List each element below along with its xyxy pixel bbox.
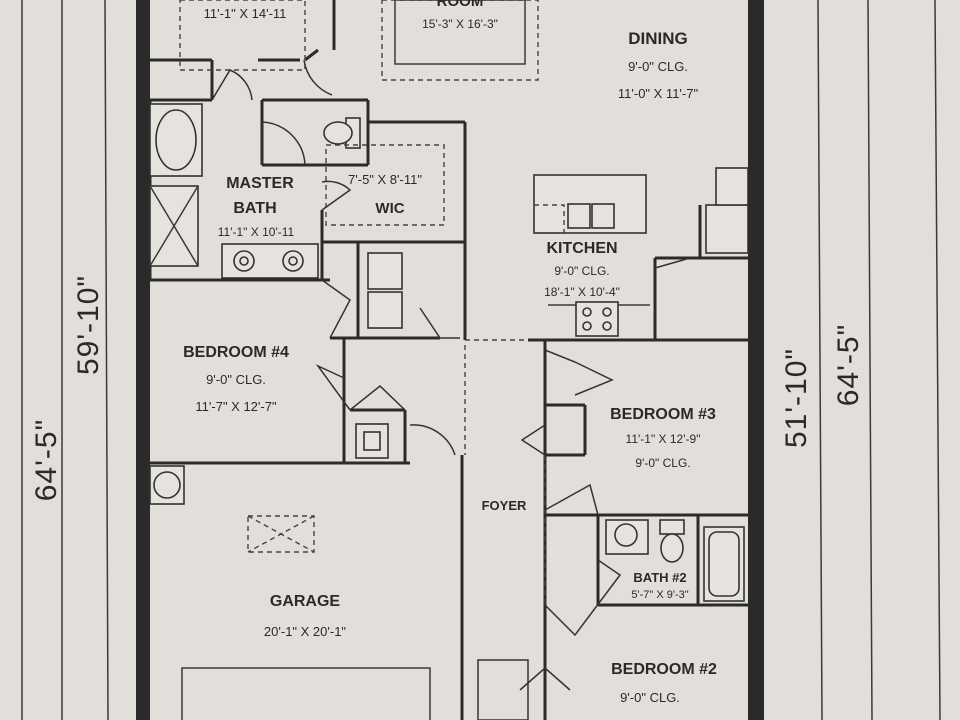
bedroom4-name: BEDROOM #4 (183, 344, 289, 361)
front-door-frame (477, 659, 529, 720)
washer (367, 291, 403, 329)
bedroom2-name: BEDROOM #2 (611, 661, 717, 678)
wic-name: WIC (375, 200, 404, 217)
wic-detail (325, 144, 445, 226)
interior-walls (148, 0, 748, 720)
dining-clg: 9'-0" CLG. (628, 59, 688, 74)
room-dims: 15'-3" X 16'-3" (422, 17, 498, 31)
master-bath-dims: 11'-1" X 10'-11 (218, 225, 295, 239)
bath2-toilet-tank (659, 519, 685, 535)
garage-dims: 20'-1" X 20'-1" (264, 624, 347, 639)
kitchen-clg: 9'-0" CLG. (554, 264, 609, 278)
door-swings (211, 59, 691, 720)
bedroom2-clg: 9'-0" CLG. (620, 690, 680, 705)
bedroom4-clg: 9'-0" CLG. (206, 372, 266, 387)
bedroom4-dims: 11'-7" X 12'-7" (195, 399, 277, 414)
overall-dim-right-outer: 64'-5" (832, 324, 865, 406)
kitchen-name: KITCHEN (546, 240, 617, 257)
overall-dim-left-inner: 59'-10" (72, 275, 105, 375)
wic-dims: 7'-5" X 8'-11" (348, 172, 422, 187)
bath2-toilet (660, 533, 684, 563)
toilet (323, 121, 353, 145)
dryer (367, 252, 403, 290)
bedroom3-dims: 11'-1" X 12'-9" (626, 432, 701, 446)
dimension-lines (21, 0, 941, 720)
overall-dimensions: 64'-5" 59'-10" 51'-10" 64'-5" (30, 275, 865, 501)
bathtub-basin (155, 109, 197, 171)
bedroom-top-left-dims: 11'-1" X 14'-11 (204, 6, 287, 21)
refrigerator (705, 204, 749, 254)
garage-name: GARAGE (270, 593, 341, 610)
range (575, 301, 619, 337)
dining-name: DINING (628, 29, 688, 48)
bedroom3-name: BEDROOM #3 (610, 406, 716, 423)
fixtures (149, 0, 749, 720)
sink-left (567, 203, 591, 229)
room-labels: 11'-1" X 14'-11 ROOM 15'-3" X 16'-3" DIN… (183, 0, 717, 705)
overall-dim-left-outer: 64'-5" (30, 419, 63, 501)
ceiling-detail-room (381, 0, 539, 81)
bath2-name: BATH #2 (633, 570, 686, 585)
master-bath-name-line1: MASTER (226, 175, 294, 192)
attic-access (247, 515, 315, 553)
foyer-name: FOYER (482, 498, 527, 513)
bedroom3-clg: 9'-0" CLG. (635, 456, 690, 470)
overall-dim-right-inner: 51'-10" (780, 348, 813, 448)
master-bath-name-line2: BATH (233, 200, 276, 217)
pantry-cabinet (715, 167, 749, 206)
sink-right (591, 203, 615, 229)
kitchen-dims: 18'-1" X 10'-4" (544, 285, 620, 299)
ceiling-detail-bedroom (179, 0, 306, 71)
exterior-walls (136, 0, 764, 720)
dining-dims: 11'-0" X 11'-7" (618, 86, 699, 101)
room-name: ROOM (437, 0, 484, 10)
bath2-dims: 5'-7" X 9'-3" (631, 589, 688, 601)
garage-door (181, 667, 431, 720)
